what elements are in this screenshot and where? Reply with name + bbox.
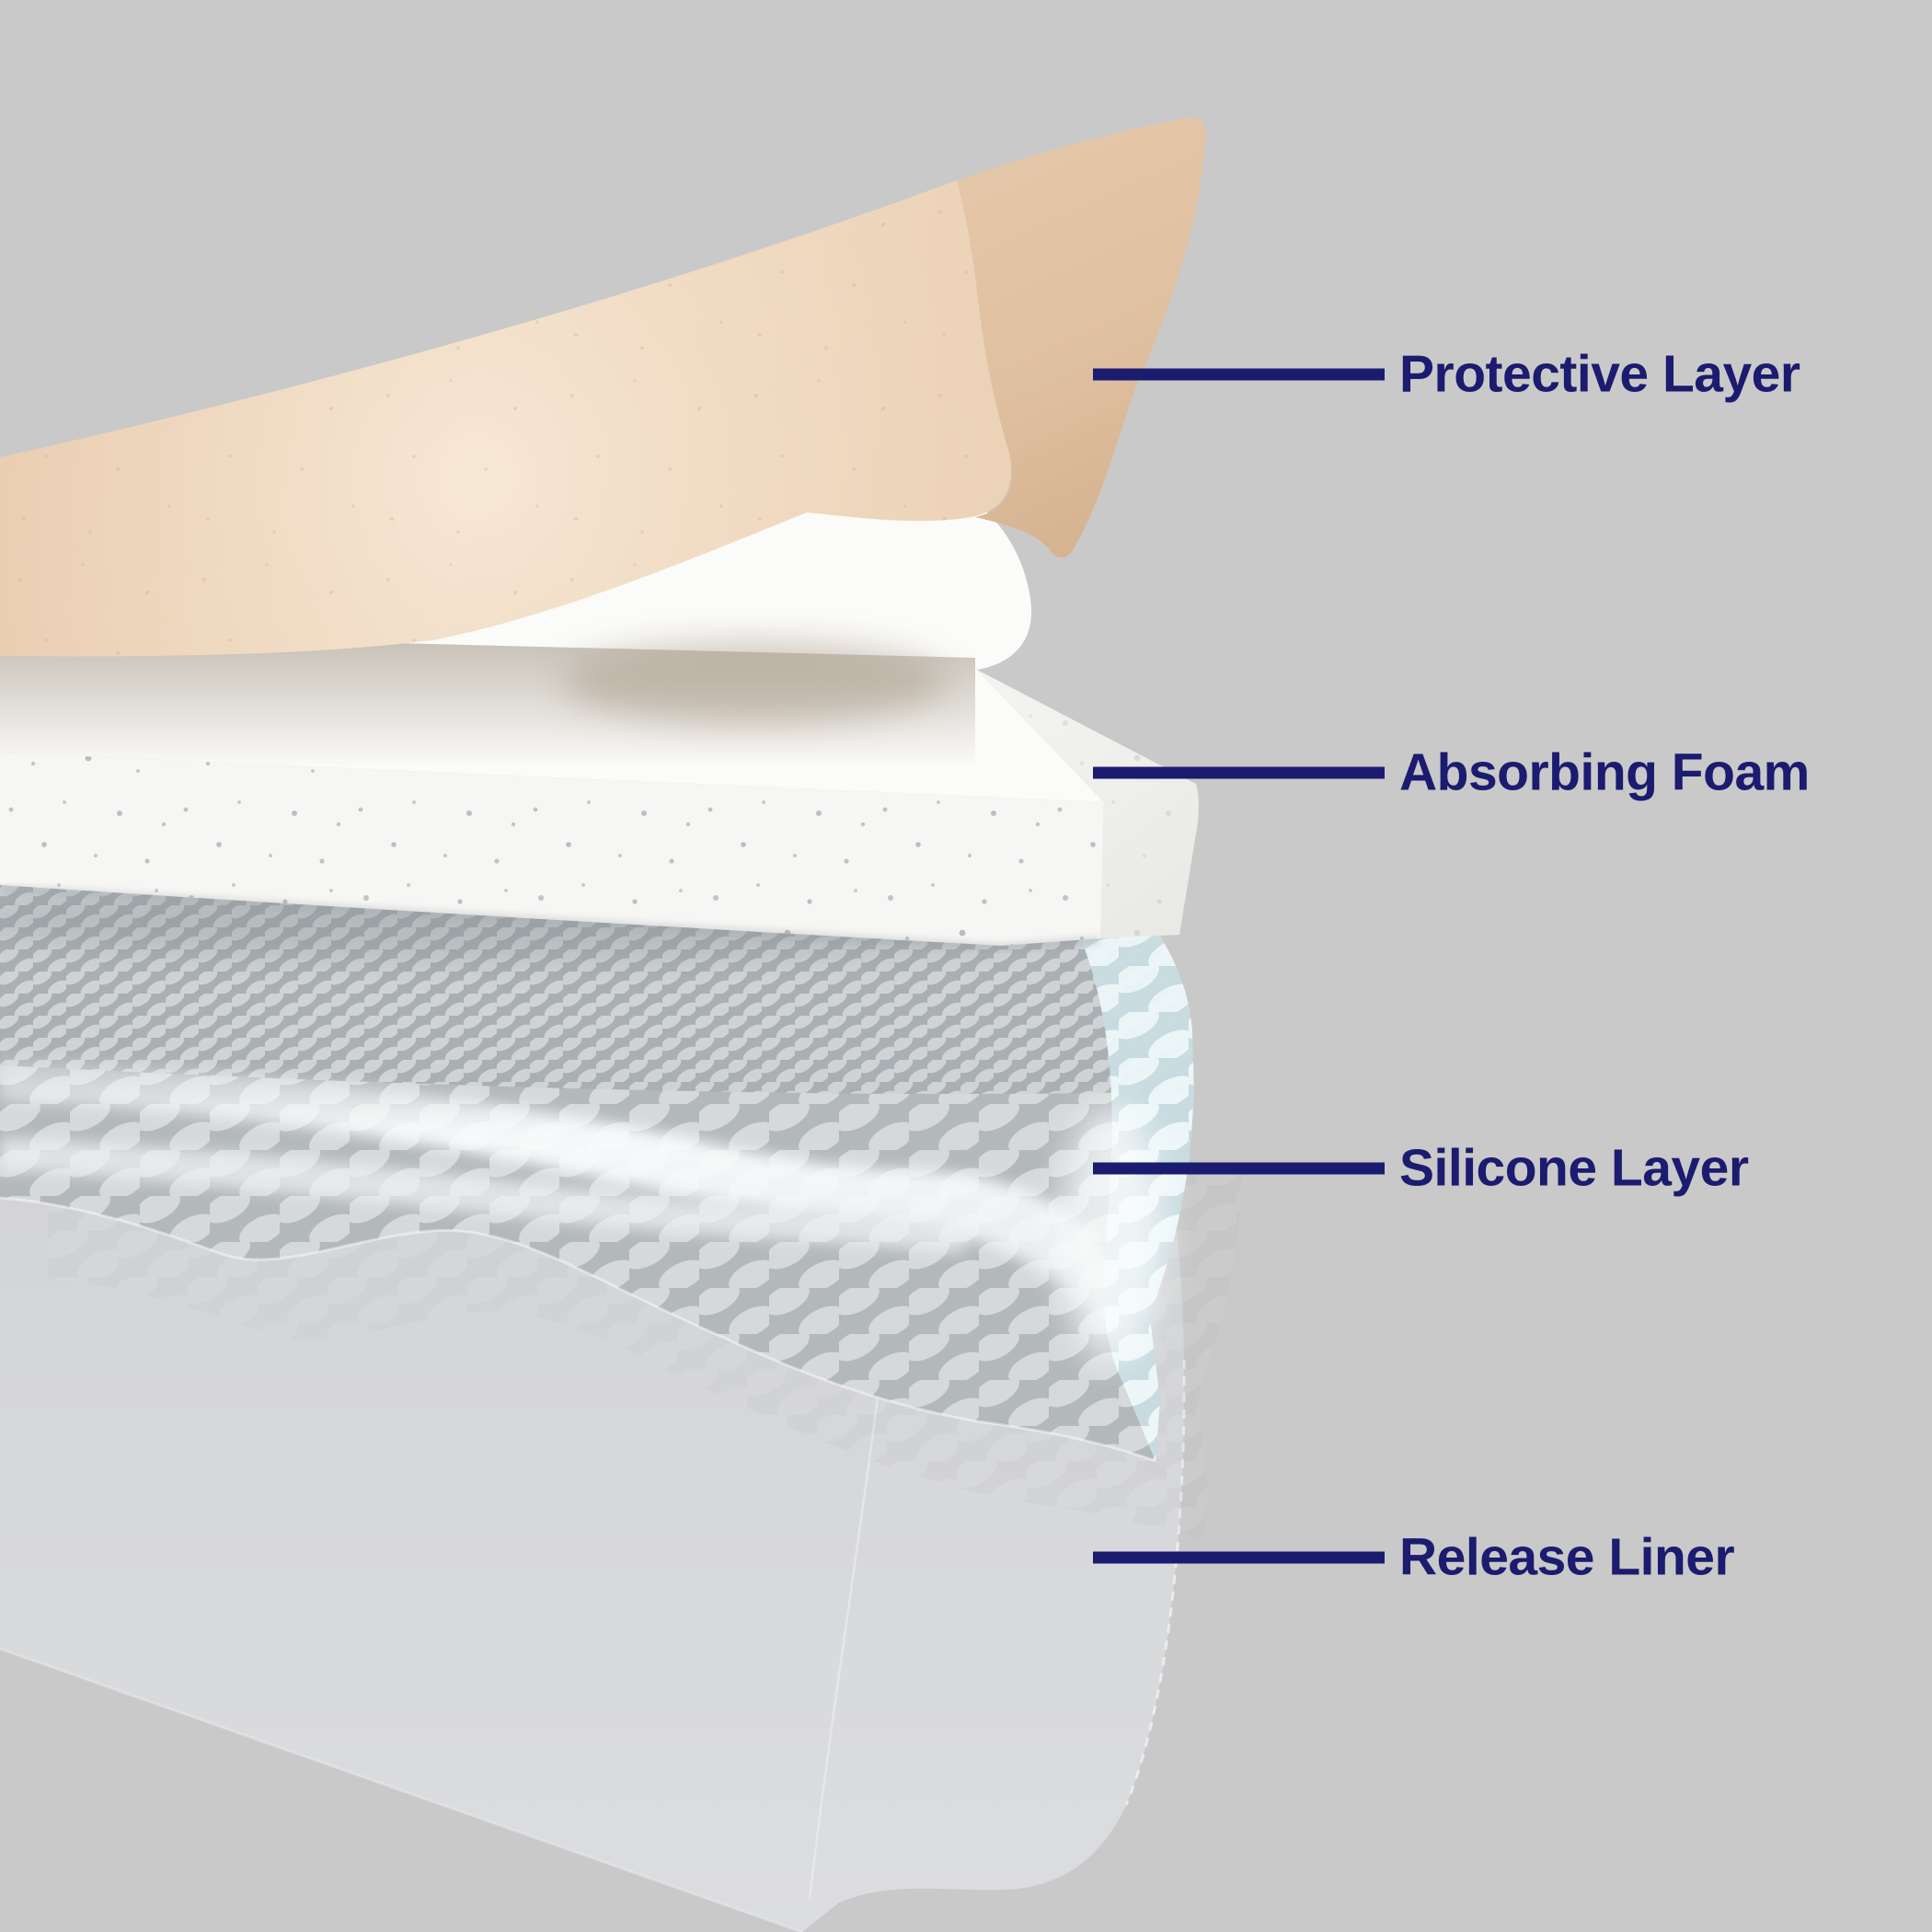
release-liner-bottom-edge-highlight (0, 1647, 803, 1932)
callout-absorbing-foam: Absorbing Foam (1093, 742, 1810, 802)
foam-front-face-speckles (0, 753, 1104, 946)
callout-release-liner: Release Liner (1093, 1527, 1735, 1587)
label-protective-layer: Protective Layer (1399, 344, 1800, 404)
protective-layer-fold (957, 117, 1207, 558)
label-silicone-layer: Silicone Layer (1399, 1138, 1749, 1198)
foam-right-face-speckles (977, 670, 1199, 938)
leader-line-release-liner (1093, 1551, 1385, 1564)
absorbing-foam-graphic (0, 478, 1199, 952)
label-release-liner: Release Liner (1399, 1527, 1735, 1587)
protective-layer-graphic (0, 117, 1207, 657)
silicone-mesh-fold-highlight (0, 1056, 1118, 1336)
silicone-mesh-serrated-edge-highlight (0, 1196, 1156, 1463)
callout-silicone-layer: Silicone Layer (1093, 1138, 1749, 1198)
silicone-mesh-second-crest (0, 1137, 966, 1253)
leader-line-protective-layer (1093, 368, 1385, 381)
label-absorbing-foam: Absorbing Foam (1399, 742, 1810, 802)
foam-warm-shadow-blob (561, 641, 948, 724)
protective-layer-sheet-speckles (0, 180, 1012, 657)
leader-line-absorbing-foam (1093, 766, 1385, 779)
callout-protective-layer: Protective Layer (1093, 344, 1800, 404)
leader-line-silicone-layer (1093, 1162, 1385, 1175)
foam-bottom-edge-shadow (0, 885, 1099, 952)
